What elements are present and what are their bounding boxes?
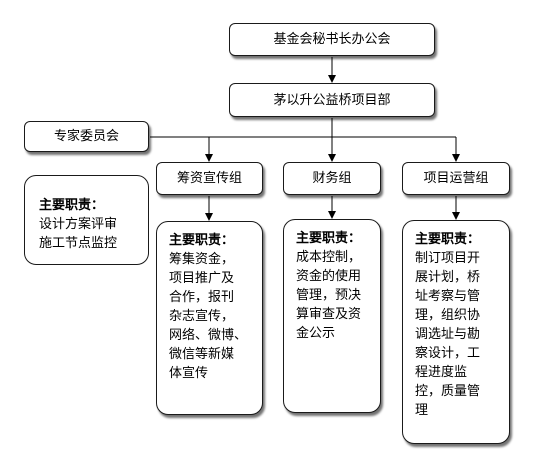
node-project-department: 茅以升公益桥项目部 [229, 83, 435, 117]
node-label: 基金会秘书长办公会 [273, 32, 391, 47]
node-label: 筹资宣传组 [176, 171, 242, 186]
node-finance-group: 财务组 [283, 162, 381, 195]
duty-box-fundraising: 主要职责： 筹集资金， 项目推广及 合作，报刊 杂志宣传， 网络、微博、 微信等… [156, 221, 263, 415]
duty-text: 设计方案评审 施工节点监控 [39, 217, 118, 251]
node-operations-group: 项目运营组 [402, 162, 510, 195]
node-label: 项目运营组 [423, 171, 489, 186]
duty-heading: 主要职责： [39, 198, 105, 213]
duty-box-operations: 主要职责： 制订项目开 展计划，桥 址考察与管 理，组织协 调选址与勘 察设计，… [402, 220, 510, 444]
duty-heading: 主要职责： [415, 232, 481, 247]
duty-heading: 主要职责： [169, 233, 235, 248]
duty-box-finance: 主要职责： 成本控制， 资金的使用 管理，预决 算审查及资 金公示 [283, 219, 381, 413]
node-secretary-general-office: 基金会秘书长办公会 [229, 23, 435, 56]
node-label: 财务组 [312, 171, 352, 186]
duty-text: 筹集资金， 项目推广及 合作，报刊 杂志宣传， 网络、微博、 微信等新媒 体宣传 [169, 252, 248, 381]
node-expert-committee: 专家委员会 [24, 121, 149, 152]
node-label: 茅以升公益桥项目部 [273, 92, 391, 108]
duty-text: 制订项目开 展计划，桥 址考察与管 理，组织协 调选址与勘 察设计，工 程进度监… [415, 251, 481, 418]
node-fundraising-group: 筹资宣传组 [156, 162, 263, 195]
duty-heading: 主要职责： [296, 231, 362, 246]
duty-box-experts: 主要职责： 设计方案评审 施工节点监控 [24, 175, 149, 265]
node-label: 专家委员会 [53, 129, 119, 144]
duty-text: 成本控制， 资金的使用 管理，预决 算审查及资 金公示 [296, 250, 362, 341]
